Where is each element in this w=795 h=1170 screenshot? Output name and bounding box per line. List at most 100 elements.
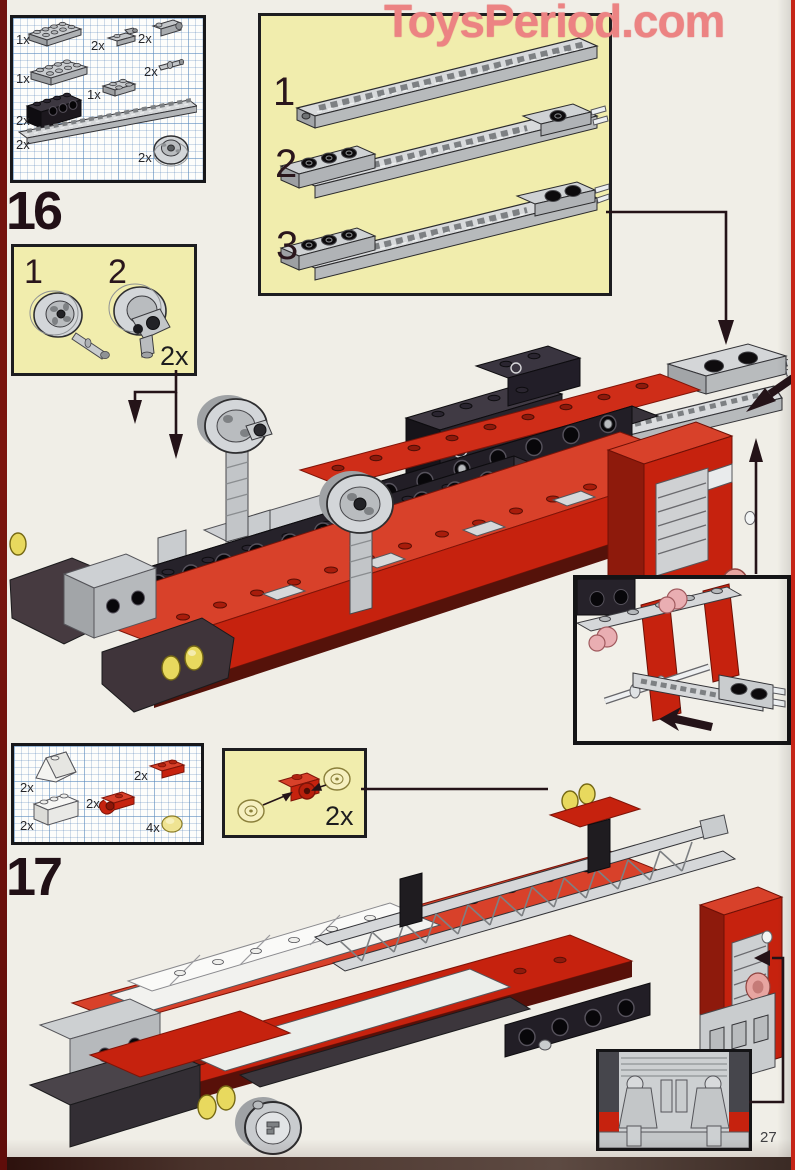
yellow-lights-rear — [548, 783, 642, 828]
part-slope-brick-white — [35, 751, 77, 783]
step17-number: 17 — [6, 847, 63, 907]
part-plate-2x4-gray — [27, 21, 83, 47]
pink-wheels — [588, 588, 688, 652]
wheel-box-label-2: 2 — [108, 253, 127, 291]
substep-3-label: 3 — [276, 224, 299, 268]
qty-label: 1x — [16, 32, 30, 47]
floating-plate-2x4 — [666, 343, 788, 395]
wheel-hub-item2-assembled — [108, 283, 171, 359]
red-block-right — [729, 1112, 749, 1132]
red-block-left — [599, 1112, 619, 1132]
rack-beam-detail — [632, 672, 786, 712]
wheel-box-label-1: 1 — [24, 253, 43, 291]
step16-substeps-box: 1 2 3 — [258, 13, 612, 296]
step16-parts-box: 1x 2x 2x 1x 2x 1x 2x 2x 2x — [10, 15, 206, 183]
wheel-box-illustration — [29, 283, 171, 360]
qty-label: 2x — [138, 31, 152, 46]
qty-label: 2x — [16, 113, 30, 128]
front-wheel — [235, 1097, 302, 1155]
qty-label: 2x — [20, 818, 34, 833]
yellow-wheel-left — [237, 799, 265, 823]
part-plate-1x2-red — [148, 759, 186, 779]
substeps-connector-line — [606, 210, 728, 322]
step17-model-illustration — [28, 783, 784, 1155]
yellow-wheel-right — [323, 767, 351, 791]
trapezoids — [618, 1087, 730, 1129]
step16-detail-inset — [573, 575, 791, 745]
qty-label: 1x — [87, 87, 101, 102]
part-plate-2x2-gray — [101, 78, 137, 97]
qty-label: 2x — [138, 150, 152, 165]
red-chassis — [64, 431, 710, 708]
pulley-wheel-2 — [319, 471, 394, 615]
part-round-plate-1x1-yellow — [161, 815, 183, 833]
step17-parts-illustration — [32, 751, 186, 833]
part-pin-connector-gray — [151, 19, 183, 37]
gray-bricks-left — [62, 553, 158, 639]
substep3-rack-beam — [279, 181, 609, 281]
part-rack-beam-long-gray — [17, 98, 197, 145]
watermark: ToysPeriod.com — [384, 0, 725, 47]
pulley-wheel-1 — [197, 395, 273, 543]
black-beam-right — [504, 982, 651, 1058]
white-brick-band — [183, 968, 512, 1072]
white-pin — [761, 930, 773, 944]
part-wheel-hub-gray — [153, 135, 189, 167]
part-brick-1x3-white — [32, 793, 80, 826]
yellow-lights-front — [197, 1085, 236, 1120]
yellow-lights — [9, 532, 204, 681]
red-post — [702, 583, 740, 683]
wheel-hub-item1 — [29, 290, 83, 338]
part-technic-brick-1x4-black — [25, 92, 83, 129]
bottom-tab-left — [626, 1125, 642, 1147]
page-shade — [0, 1139, 795, 1157]
qty-label: 2x — [16, 137, 30, 152]
step17-detail-inset — [596, 1049, 752, 1151]
qty-label: 2x — [144, 64, 158, 79]
dark-column-right — [729, 1052, 749, 1112]
qty-label: 2x — [86, 796, 100, 811]
step17-parts-box: 2x 2x 2x 2x 4x — [11, 743, 204, 845]
part-axle-pin-gray — [158, 59, 185, 71]
step17-wheel-box-illustration — [237, 767, 351, 823]
step16-detail-illustration — [577, 579, 786, 731]
red-wheel-holder — [277, 772, 321, 802]
rib-lines — [621, 1057, 727, 1077]
assembly-arrows — [262, 782, 327, 806]
wheel-box-qty: 2x — [160, 341, 189, 371]
step16-model-illustration — [9, 343, 788, 713]
red-upper-beam — [298, 373, 702, 487]
page-edge-right — [791, 0, 795, 1170]
qty-label: 2x — [91, 38, 105, 53]
ladder-truss — [313, 814, 737, 972]
wheel-box-qty: 2x — [325, 801, 354, 831]
step16-wheel-box: 1 2 2x — [11, 244, 197, 376]
page-edge-bottom — [0, 1157, 795, 1170]
substep-1-label: 1 — [273, 70, 296, 114]
part-hinge-plate-gray — [106, 27, 138, 47]
substep1-rack-beam — [295, 37, 599, 129]
substep2-rack-beam — [279, 103, 609, 199]
substep-2-label: 2 — [275, 142, 298, 186]
step16-parts-illustration — [17, 19, 197, 167]
part-plate-1x2-wheel-holder-red — [98, 791, 136, 815]
qty-label: 1x — [16, 71, 30, 86]
substeps-illustration — [279, 37, 609, 281]
page-shade — [777, 0, 791, 1170]
axle-pin-item1 — [71, 332, 110, 360]
white-pin — [744, 511, 756, 525]
step17-detail-illustration — [599, 1052, 749, 1148]
step17-wheel-box: 2x — [222, 748, 367, 838]
insert-arrow — [659, 707, 713, 731]
page-edge-left — [0, 0, 7, 1170]
dark-column-left — [599, 1052, 619, 1112]
front-left-bricks — [28, 998, 292, 1148]
bottom-tab-right — [706, 1125, 722, 1147]
red-rear-tower — [606, 421, 756, 600]
qty-label: 2x — [134, 768, 148, 783]
part-plate-2x4-gray — [29, 59, 89, 86]
step16-number: 16 — [6, 181, 63, 241]
qty-label: 4x — [146, 820, 160, 835]
center-blocks — [660, 1079, 688, 1113]
